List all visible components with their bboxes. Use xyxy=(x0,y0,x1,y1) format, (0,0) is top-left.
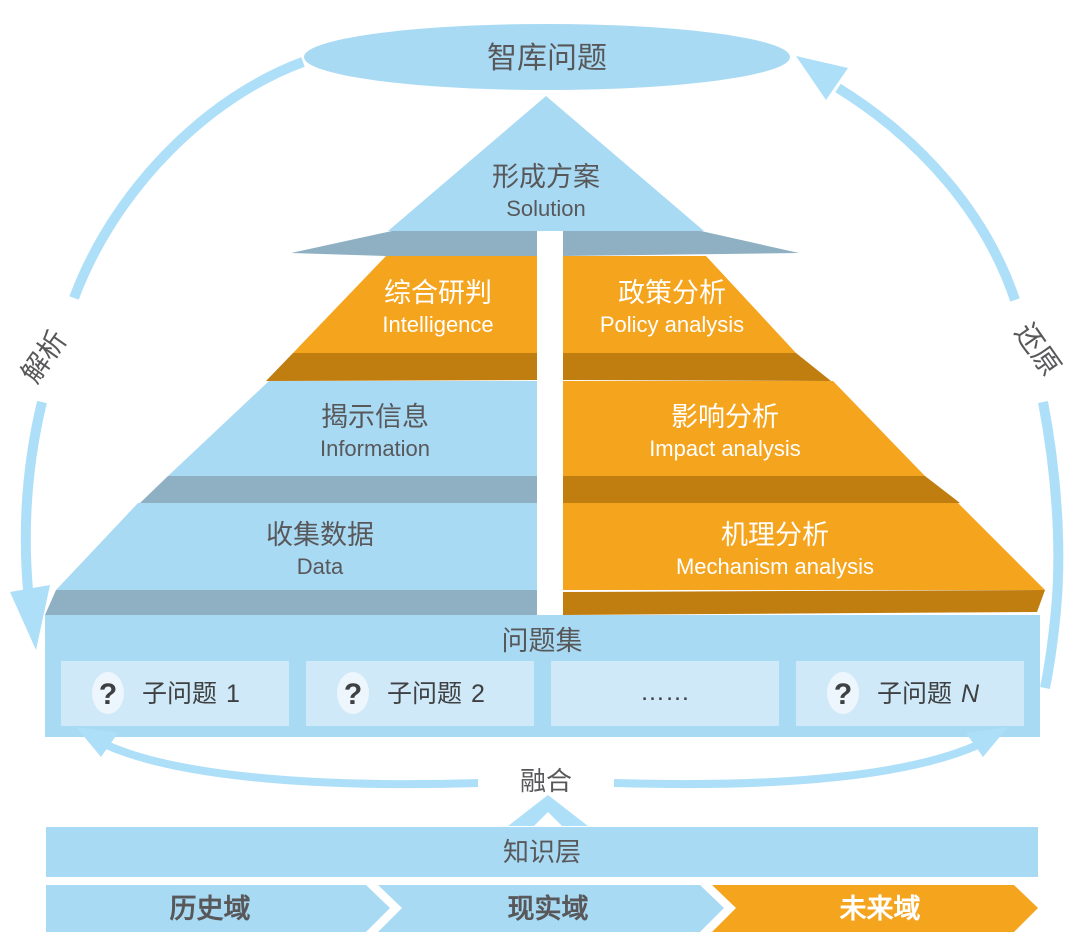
think-tank-problem-label: 智库问题 xyxy=(487,42,607,75)
analysis-arc-upper xyxy=(69,57,305,300)
subproblem-number: 2 xyxy=(471,680,485,708)
domain-future-label: 未来域 xyxy=(840,894,921,924)
policy-block xyxy=(563,256,796,353)
fusion-left-arrowhead-icon xyxy=(76,727,118,757)
analysis-label: 解析 xyxy=(15,325,73,389)
problem-set-band: 问题集 ? 子问题 1 ? 子问题 2 …… ? 子问题 N xyxy=(45,615,1040,737)
restore-arc-upper xyxy=(835,83,1020,302)
policy-label-zh: 政策分析 xyxy=(618,278,726,308)
subproblem-box-background xyxy=(551,661,779,726)
domain-arrow-future xyxy=(712,885,1038,932)
fold-shadow xyxy=(563,476,960,503)
information-block xyxy=(168,381,537,476)
down-arrowhead-icon xyxy=(10,585,50,650)
data-label-en: Data xyxy=(297,554,344,579)
fold-shadow-right-top xyxy=(563,231,799,256)
data-label-zh: 收集数据 xyxy=(266,520,374,550)
data-block xyxy=(56,503,537,590)
domain-arrows: 历史域 现实域 未来域 xyxy=(46,885,1038,932)
knowledge-layer-background xyxy=(46,827,1038,877)
information-block-group: 揭示信息 Information xyxy=(140,381,537,503)
mechanism-label-en: Mechanism analysis xyxy=(676,554,874,579)
impact-label-zh: 影响分析 xyxy=(671,402,779,432)
knowledge-layer-label: 知识层 xyxy=(503,837,581,867)
subproblem-label: 子问题 N xyxy=(877,680,980,708)
ellipsis-label: …… xyxy=(640,678,690,706)
information-label-en: Information xyxy=(320,436,430,461)
subproblem-box: ? 子问题 1 xyxy=(61,661,289,726)
intelligence-block-group: 综合研判 Intelligence xyxy=(266,256,537,381)
data-block-group: 收集数据 Data xyxy=(45,503,537,615)
question-icon xyxy=(337,672,369,714)
subproblem-box: ? 子问题 N xyxy=(796,661,1024,726)
fold-shadow xyxy=(563,353,831,381)
mechanism-label-zh: 机理分析 xyxy=(721,520,829,550)
fusion-label: 融合 xyxy=(520,766,572,796)
question-icon xyxy=(827,672,859,714)
impact-block xyxy=(563,381,925,476)
fusion-curve-right xyxy=(613,738,986,789)
impact-block-group: 影响分析 Impact analysis xyxy=(563,381,960,503)
policy-block-group: 政策分析 Policy analysis xyxy=(563,256,831,381)
domain-arrow-present xyxy=(378,885,724,932)
restore-arc-lower xyxy=(1038,401,1064,689)
fold-shadow-left-top xyxy=(291,231,537,256)
question-icon xyxy=(92,672,124,714)
up-arrowhead-icon xyxy=(796,56,848,100)
question-icon-glyph: ? xyxy=(834,678,852,711)
impact-label-en: Impact analysis xyxy=(649,436,801,461)
subproblem-label: 子问题 1 xyxy=(142,680,240,708)
subproblem-number: 1 xyxy=(226,680,240,708)
fold-shadow xyxy=(563,590,1045,615)
information-label-zh: 揭示信息 xyxy=(321,402,429,432)
knowledge-layer-bar: 知识层 xyxy=(46,827,1038,877)
question-icon-glyph: ? xyxy=(99,678,117,711)
solution-label-en: Solution xyxy=(506,196,586,221)
domain-history-label: 历史域 xyxy=(170,894,251,924)
intelligence-block xyxy=(293,256,537,353)
problem-set-title: 问题集 xyxy=(502,626,583,656)
solution-label-zh: 形成方案 xyxy=(492,162,600,192)
policy-label-en: Policy analysis xyxy=(600,312,744,337)
subproblem-text: 子问题 xyxy=(387,680,462,708)
subproblem-box: ? 子问题 2 xyxy=(306,661,534,726)
fold-shadow xyxy=(140,476,537,503)
fold-shadow xyxy=(45,590,537,615)
fusion-curve-left xyxy=(98,738,479,789)
restore-label: 还原 xyxy=(1009,318,1067,382)
fusion-right-arrowhead-icon xyxy=(966,727,1008,757)
subproblem-text: 子问题 xyxy=(877,680,952,708)
think-tank-problem-node: 智库问题 xyxy=(304,24,790,90)
fusion-group: 融合 xyxy=(76,727,1008,826)
question-icon-glyph: ? xyxy=(344,678,362,711)
analysis-arc-lower xyxy=(20,400,47,591)
solution-level: 形成方案 Solution xyxy=(291,96,799,256)
subproblem-text: 子问题 xyxy=(142,680,217,708)
fold-shadow xyxy=(266,353,537,381)
subproblem-label: 子问题 2 xyxy=(387,680,485,708)
fusion-up-arrow-icon xyxy=(508,795,588,826)
subproblem-number: N xyxy=(961,680,980,708)
subproblem-ellipsis-box: …… xyxy=(551,661,779,726)
domain-present-label: 现实域 xyxy=(508,893,589,924)
mechanism-block xyxy=(563,503,1045,590)
think-tank-problem-ellipse xyxy=(304,24,790,90)
mechanism-block-group: 机理分析 Mechanism analysis xyxy=(563,503,1045,615)
intelligence-label-en: Intelligence xyxy=(382,312,493,337)
domain-arrow-history xyxy=(46,885,390,932)
intelligence-label-zh: 综合研判 xyxy=(384,278,492,308)
solution-triangle xyxy=(388,96,704,231)
